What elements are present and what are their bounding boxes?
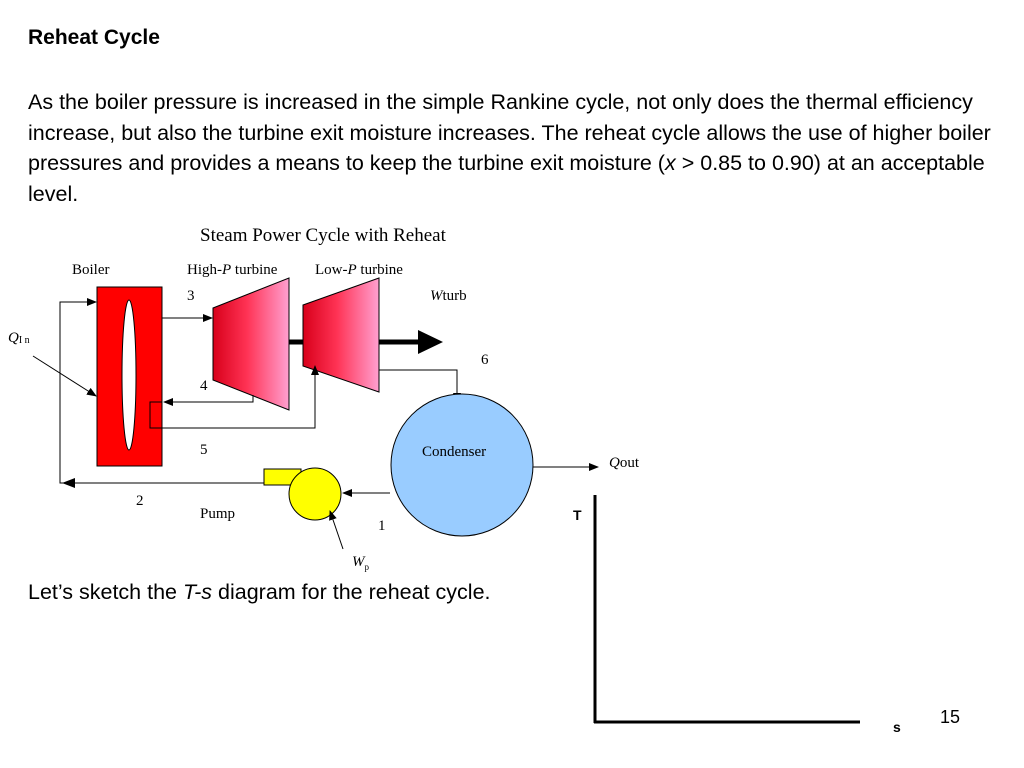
page-number: 15	[940, 707, 961, 727]
reheat-cycle-diagram: Steam Power Cycle with Reheat Boiler Hig…	[8, 225, 640, 572]
boiler-tube	[121, 299, 137, 451]
body-paragraph: As the boiler pressure is increased in t…	[28, 87, 993, 209]
pump	[288, 467, 342, 521]
ts-diagram-axes: T s	[573, 495, 901, 735]
work-output-arrow	[418, 330, 443, 354]
variable-x: x	[664, 151, 676, 175]
boiler-label: Boiler	[72, 262, 110, 278]
reheat-loop	[149, 401, 162, 429]
low-pressure-turbine	[302, 277, 380, 393]
high-pressure-turbine	[212, 277, 290, 411]
flow-2-direction-arrow	[62, 478, 75, 488]
q-in-arrow	[32, 355, 97, 397]
state-5-label: 5	[200, 442, 208, 458]
pump-label: Pump	[200, 506, 235, 522]
state-6-label: 6	[481, 352, 489, 368]
s-axis-label: s	[893, 719, 901, 735]
hp-turbine-label: High-P turbine	[187, 262, 278, 278]
q-in-label: QI n	[8, 330, 30, 346]
condenser	[390, 393, 534, 537]
sketch-prompt: Let’s sketch the T-s diagram for the reh…	[28, 580, 491, 605]
ts-variable: T-s	[182, 580, 213, 604]
w-pump-label: Wp	[352, 554, 370, 572]
flow-line-5	[162, 365, 319, 429]
state-3-label: 3	[187, 288, 195, 304]
w-turb-label: Wturb	[430, 288, 467, 304]
q-out-label: Qout	[609, 455, 640, 471]
flow-line-4	[163, 395, 254, 406]
condenser-label: Condenser	[422, 444, 486, 460]
t-axis-label: T	[573, 507, 582, 523]
sketch-text-part1: Let’s sketch the	[28, 580, 183, 604]
body-text-part2: > 0.85 to 0.90) at an acceptable level.	[28, 151, 985, 206]
lp-turbine-label: Low-P turbine	[315, 262, 403, 278]
state-2-label: 2	[136, 493, 144, 509]
diagram-title: Steam Power Cycle with Reheat	[200, 225, 447, 246]
flow-line-6	[379, 369, 461, 403]
sketch-text-part2: diagram for the reheat cycle.	[212, 580, 491, 604]
slide-title: Reheat Cycle	[28, 26, 160, 49]
w-pump-arrow	[329, 510, 344, 550]
body-text-part1: As the boiler pressure is increased in t…	[28, 90, 991, 175]
state-1-label: 1	[378, 518, 386, 534]
flow-line-2	[59, 298, 264, 484]
state-4-label: 4	[200, 378, 208, 394]
